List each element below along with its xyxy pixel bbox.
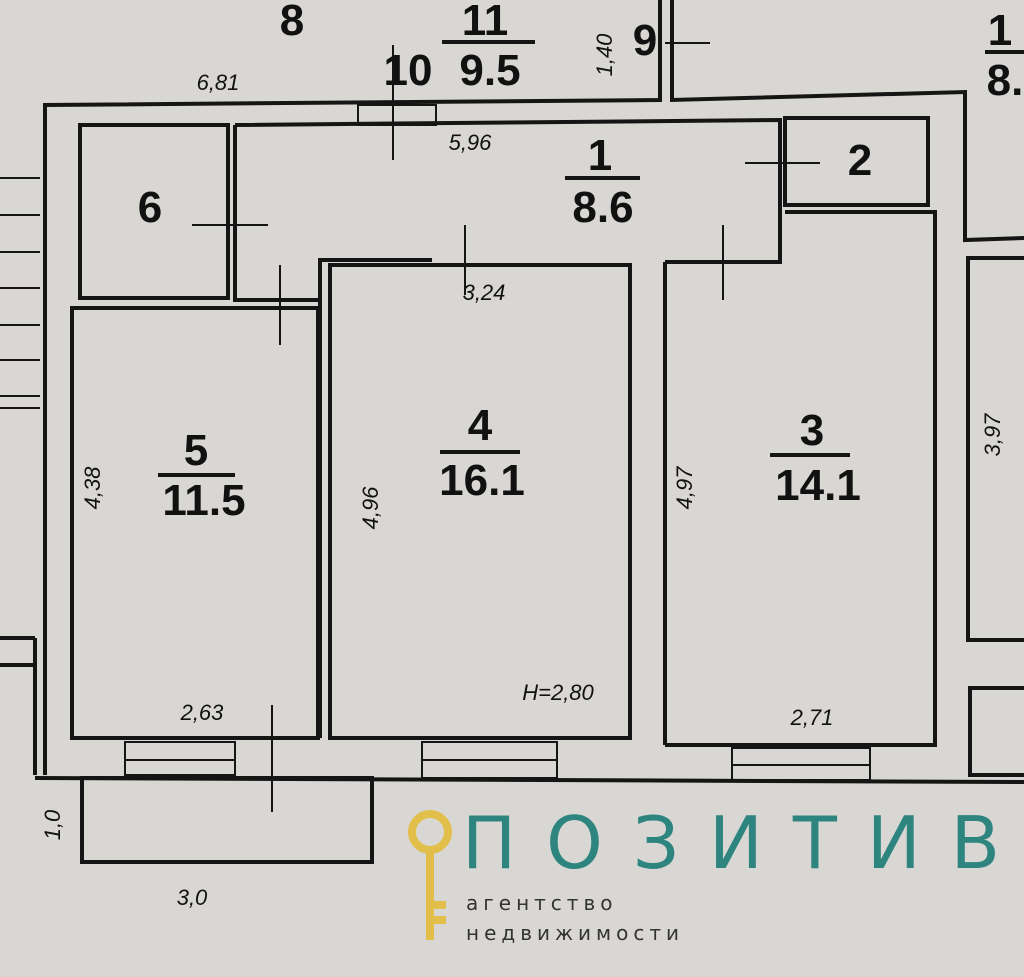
brand-name: ПОЗИТИВ [462,801,1024,885]
room-5-number: 5 [184,426,208,475]
dim-room4-height: 4,96 [358,486,383,530]
dim-balcony-depth: 1,0 [40,809,65,840]
key-icon [408,810,452,940]
room-1-number: 1 [588,131,612,180]
windows [124,104,871,781]
dim-balcony-width: 3,0 [177,885,208,910]
dim-ceiling-height: H=2,80 [522,680,594,705]
room-6-number: 6 [138,183,162,232]
doors [158,40,1024,812]
room-11-number: 11 [462,0,509,45]
dim-right-height: 3,97 [980,413,1005,457]
room-11-area: 9.5 [459,46,520,95]
room-9-number: 9 [633,16,657,65]
brand-line-2: недвижимости [466,921,684,945]
room-10-number: 10 [384,46,433,95]
walls [0,0,1024,864]
room-2-number: 2 [848,136,872,185]
dim-room3-width: 2,71 [790,705,834,730]
room-1-area: 8.6 [572,183,633,232]
dim-room9: 1,40 [592,33,617,77]
room-8-number: 8 [280,0,304,45]
dim-room5-width: 2,63 [180,700,225,725]
room-right-area: 8. [987,56,1024,105]
dim-room3-height: 4,97 [672,466,697,510]
dim-corridor: 5,96 [449,130,493,155]
dim-top-outer: 6,81 [197,70,240,95]
stairs [0,177,40,409]
room-3-area: 14.1 [775,461,861,510]
dim-room5-height: 4,38 [80,466,105,510]
room-3-number: 3 [800,406,824,455]
brand-line-1: агентство [466,891,617,915]
room-5-area: 11.5 [162,476,245,525]
room-right-number: 1 [988,6,1012,55]
room-4-number: 4 [468,401,493,450]
dim-room4-width: 3,24 [463,280,506,305]
room-4-area: 16.1 [439,456,525,505]
watermark-logo: ПОЗИТИВ агентство недвижимости [408,801,1024,945]
